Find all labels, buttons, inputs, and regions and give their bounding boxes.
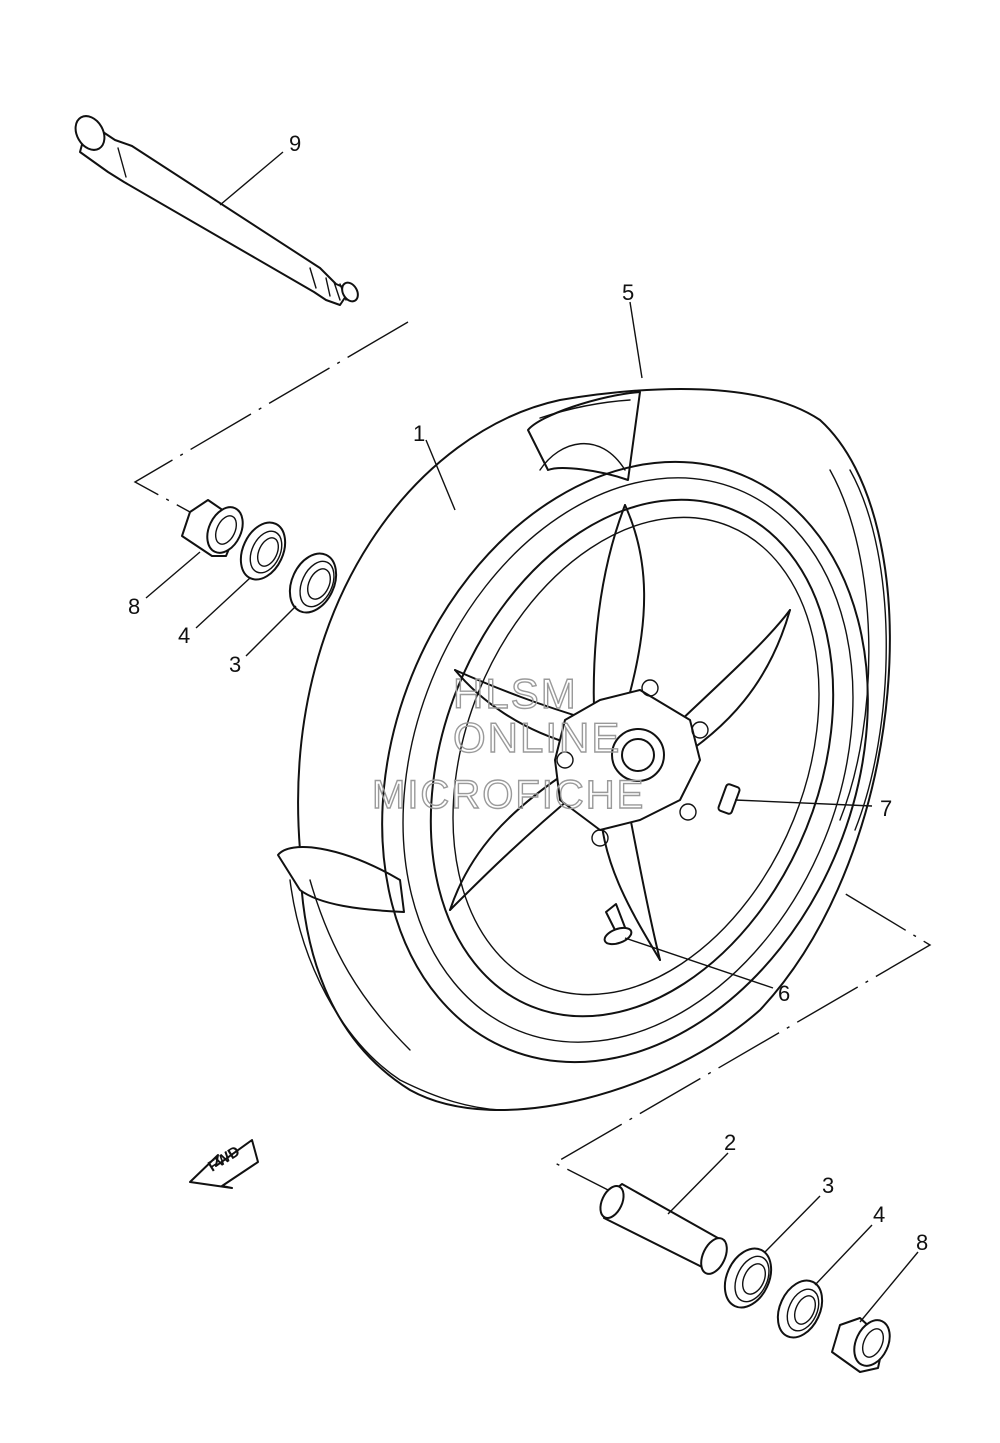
callout-tire: 5 — [622, 280, 634, 305]
callout-valve: 6 — [778, 981, 790, 1006]
spacer-part — [599, 1183, 728, 1275]
balance-weight-part — [717, 783, 741, 815]
watermark-line-2: ONLINE — [453, 714, 621, 761]
valve-part — [603, 903, 633, 946]
callout-bearing-right: 3 — [822, 1173, 834, 1198]
callout-spacer: 2 — [724, 1130, 736, 1155]
collar-right-part — [831, 1317, 891, 1373]
callout-axle: 9 — [289, 131, 301, 156]
callout-wheel: 1 — [413, 421, 425, 446]
fwd-direction-arrow: FWD — [189, 1139, 259, 1189]
wheel-part — [381, 460, 869, 1064]
axle-part — [74, 115, 359, 306]
callout-collar-right: 8 — [916, 1230, 928, 1255]
oil-seal-right-part — [776, 1279, 824, 1339]
callout-oil-seal-right: 4 — [873, 1202, 885, 1227]
callout-balance-weight: 7 — [880, 796, 892, 821]
callout-oil-seal-left: 4 — [178, 623, 190, 648]
watermark-line-1: HLSM — [453, 670, 578, 717]
bearing-left-part — [288, 552, 338, 614]
leader-lines — [145, 151, 919, 1323]
collar-left-part — [181, 499, 244, 557]
callout-labels: 9 5 1 8 4 3 7 6 2 3 4 8 — [128, 131, 928, 1255]
watermark-line-3: MICROFICHE — [372, 773, 645, 817]
watermark: HLSM ONLINE MICROFICHE — [371, 669, 645, 817]
callout-collar-left: 8 — [128, 594, 140, 619]
bearing-right-part — [723, 1247, 773, 1309]
oil-seal-left-part — [239, 521, 287, 581]
callout-bearing-left: 3 — [229, 652, 241, 677]
